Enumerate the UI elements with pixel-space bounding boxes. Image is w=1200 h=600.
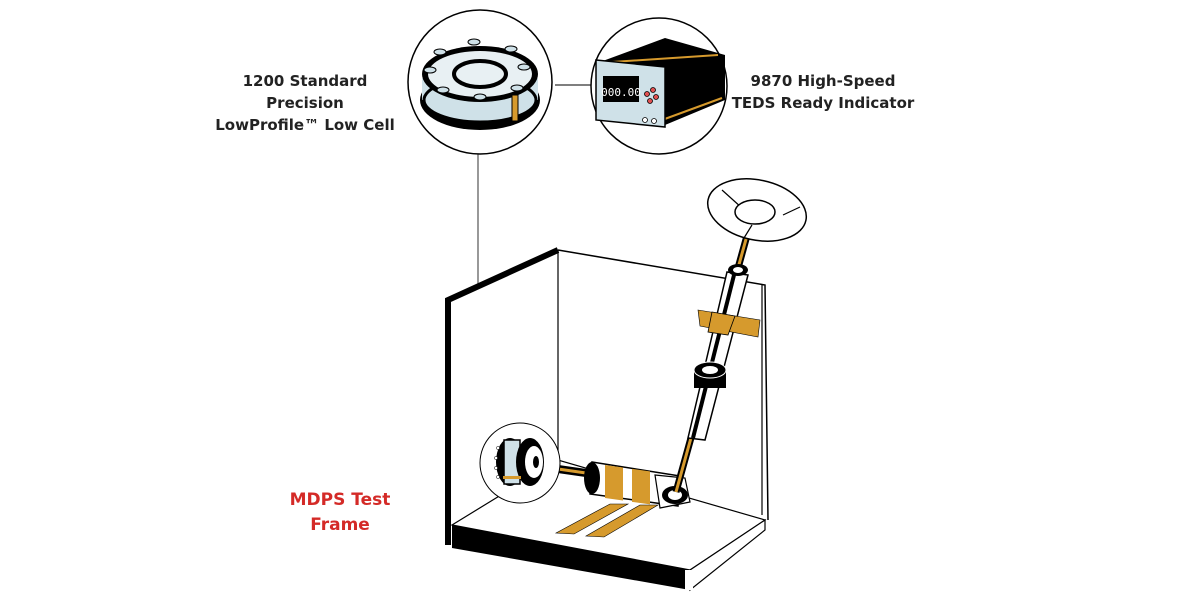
indicator-label: 9870 High-Speed TEDS Ready Indicator [728, 70, 918, 114]
frame-label-line1: MDPS Test [289, 490, 391, 510]
frame-label: MDPS Test Frame [270, 488, 410, 538]
steering-rack-assembly [529, 461, 691, 509]
test-frame [445, 247, 769, 592]
indicator-callout: 000.00 [590, 17, 728, 155]
frame-label-line2: Frame [310, 515, 370, 535]
indicator-label-line2: TEDS Ready Indicator [731, 94, 915, 112]
load-cell-label-line1: 1200 Standard Precision [242, 72, 368, 112]
floor-strips [554, 503, 660, 538]
load-cell-label-line2: LowProfile™ Low Cell [215, 116, 395, 134]
load-cell-callout [407, 9, 553, 155]
load-cell-label: 1200 Standard Precision LowProfile™ Low … [210, 70, 400, 136]
steering-wheel [706, 178, 808, 242]
mounted-load-cell-callout [479, 422, 561, 504]
indicator-label-line1: 9870 High-Speed [750, 72, 896, 90]
indicator-display-value: 000.00 [601, 86, 641, 99]
steering-column [672, 231, 761, 493]
